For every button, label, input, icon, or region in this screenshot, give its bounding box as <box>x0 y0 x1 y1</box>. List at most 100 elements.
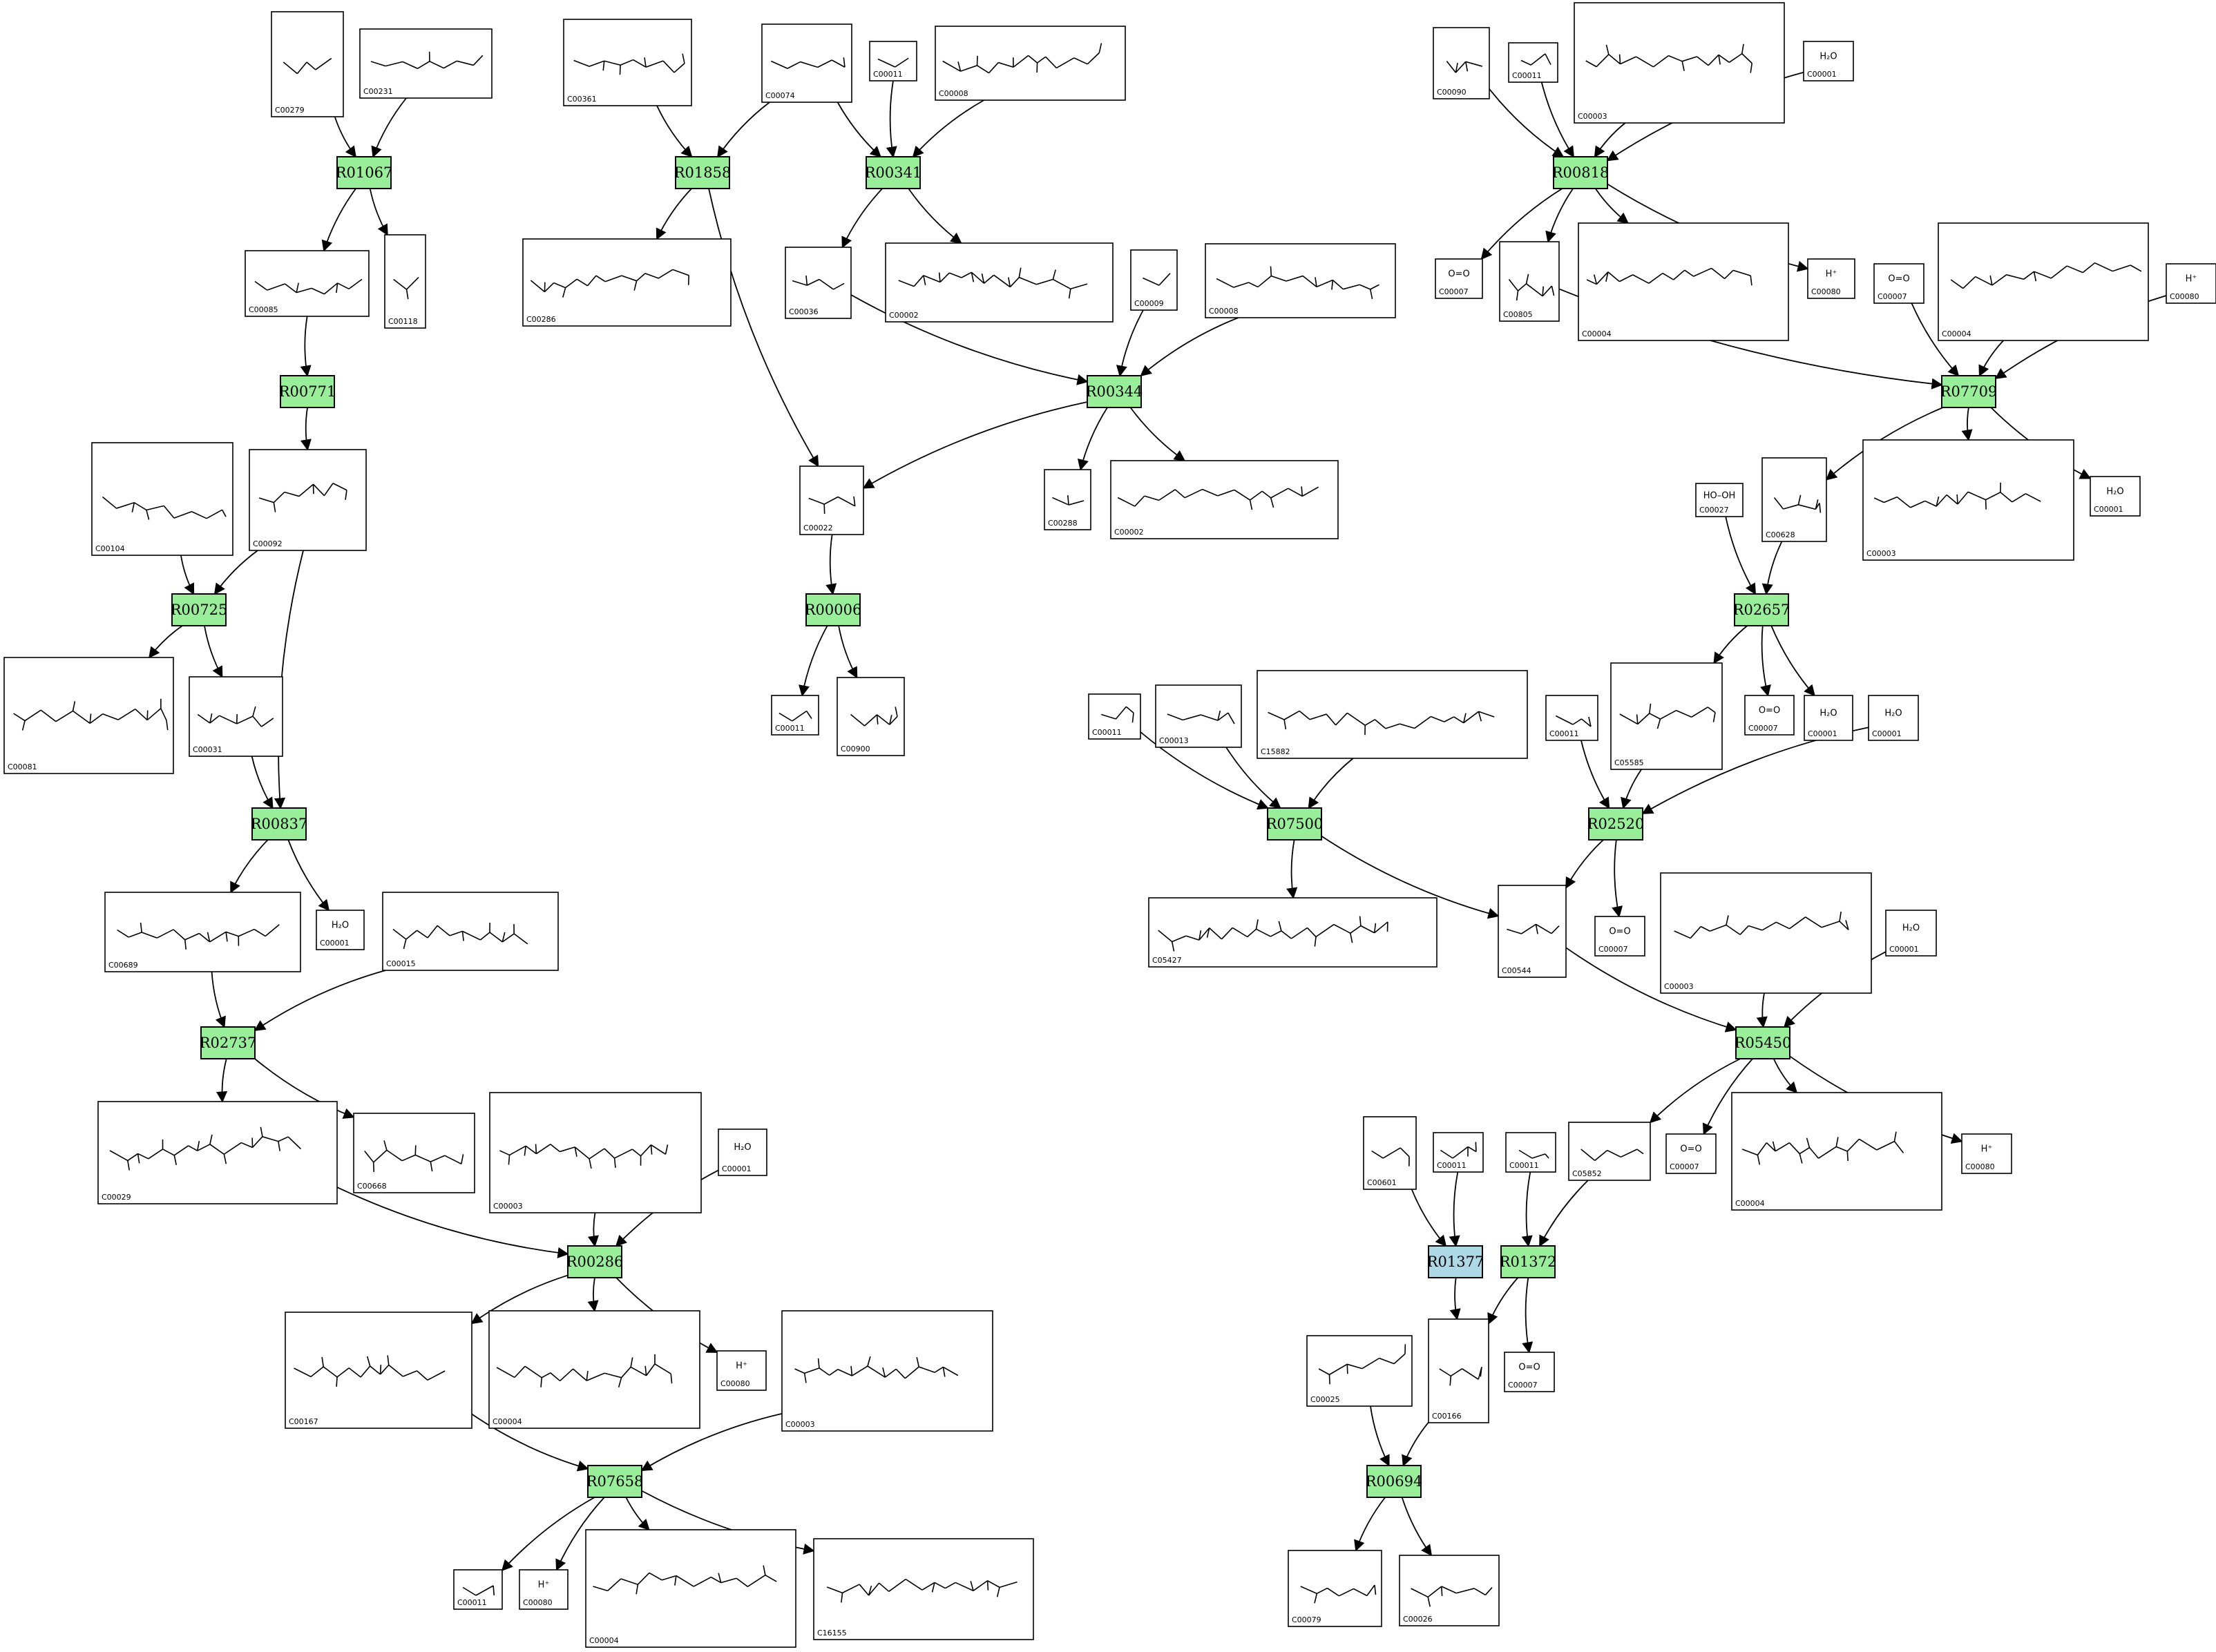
compound-c00900[interactable]: C00900 <box>837 677 905 756</box>
structure-icon <box>1158 916 1388 952</box>
compound-c05585[interactable]: C05585 <box>1610 662 1723 770</box>
compound-c00628[interactable]: C00628 <box>1761 457 1827 542</box>
compound-c00104[interactable]: C00104 <box>91 442 233 556</box>
reaction-node-r07658[interactable]: R07658 <box>586 1465 644 1498</box>
compound-id: C00004 <box>493 1417 522 1426</box>
reaction-node-r00725[interactable]: R00725 <box>171 593 228 626</box>
compound-c00080[interactable]: H⁺C00080 <box>716 1350 767 1391</box>
compound-c00079[interactable]: C00079 <box>1288 1550 1382 1627</box>
compound-c00074[interactable]: C00074 <box>761 23 852 103</box>
reaction-node-r00341[interactable]: R00341 <box>865 156 922 189</box>
compound-c00015[interactable]: C00015 <box>382 892 559 971</box>
compound-c00080[interactable]: H⁺C00080 <box>1807 258 1855 299</box>
compound-c00011[interactable]: C00011 <box>869 41 917 81</box>
compound-c00166[interactable]: C00166 <box>1428 1318 1489 1423</box>
compound-c00003[interactable]: C00003 <box>1862 439 2074 561</box>
compound-c16155[interactable]: C16155 <box>813 1538 1034 1640</box>
compound-c00167[interactable]: C00167 <box>285 1312 472 1429</box>
compound-c00805[interactable]: C00805 <box>1499 241 1560 322</box>
compound-c00090[interactable]: C00090 <box>1433 27 1490 99</box>
compound-c00008[interactable]: C00008 <box>1205 243 1396 318</box>
reaction-box <box>1735 1026 1790 1059</box>
compound-c00668[interactable]: C00668 <box>353 1113 475 1193</box>
reaction-node-r02737[interactable]: R02737 <box>200 1026 257 1059</box>
reaction-node-r00818[interactable]: R00818 <box>1552 156 1610 189</box>
reaction-node-r00771[interactable]: R00771 <box>279 375 336 408</box>
reaction-node-r01858[interactable]: R01858 <box>674 156 732 189</box>
compound-c00279[interactable]: C00279 <box>271 11 344 117</box>
compound-c00002[interactable]: C00002 <box>1110 460 1339 539</box>
compound-c00029[interactable]: C00029 <box>97 1101 338 1204</box>
reaction-node-r02657[interactable]: R02657 <box>1733 593 1790 626</box>
compound-c00036[interactable]: C00036 <box>785 247 852 319</box>
compound-c00080[interactable]: H⁺C00080 <box>2166 263 2216 304</box>
compound-c00003[interactable]: C00003 <box>781 1310 993 1432</box>
reaction-node-r02520[interactable]: R02520 <box>1587 807 1645 841</box>
compound-c00085[interactable]: C00085 <box>245 250 370 317</box>
compound-c00011[interactable]: C00011 <box>453 1569 503 1610</box>
reaction-node-r00006[interactable]: R00006 <box>805 593 862 626</box>
compound-c00031[interactable]: C00031 <box>189 676 283 757</box>
compound-c05852[interactable]: C05852 <box>1568 1122 1651 1181</box>
compound-c00231[interactable]: C00231 <box>359 28 493 99</box>
reaction-node-r07500[interactable]: R07500 <box>1266 807 1324 841</box>
reaction-node-r07709[interactable]: R07709 <box>1940 375 1998 408</box>
reaction-node-r05450[interactable]: R05450 <box>1735 1026 1792 1059</box>
compound-c00011[interactable]: C00011 <box>1088 693 1141 740</box>
compound-c05427[interactable]: C05427 <box>1148 897 1437 968</box>
compound-c00004[interactable]: C00004 <box>1578 222 1789 341</box>
reaction-node-r00837[interactable]: R00837 <box>251 807 308 841</box>
reaction-node-r01067[interactable]: R01067 <box>336 156 393 189</box>
compound-c00011[interactable]: C00011 <box>1433 1132 1484 1173</box>
compound-c00689[interactable]: C00689 <box>104 892 301 972</box>
compound-c00011[interactable]: C00011 <box>1505 1132 1556 1173</box>
compound-c00002[interactable]: C00002 <box>885 242 1114 323</box>
compound-c00025[interactable]: C00025 <box>1306 1335 1413 1407</box>
reaction-node-r01372[interactable]: R01372 <box>1500 1245 1557 1278</box>
compound-c00004[interactable]: C00004 <box>585 1529 796 1648</box>
compound-c00013[interactable]: C00013 <box>1155 684 1242 748</box>
compound-c00544[interactable]: C00544 <box>1498 885 1567 978</box>
compound-c00004[interactable]: C00004 <box>1938 222 2149 341</box>
compound-c00011[interactable]: C00011 <box>1508 42 1558 83</box>
compound-c00286[interactable]: C00286 <box>522 238 732 327</box>
compound-c00022[interactable]: C00022 <box>799 465 864 535</box>
compound-c00092[interactable]: C00092 <box>249 449 367 551</box>
compound-c00080[interactable]: H⁺C00080 <box>519 1569 569 1610</box>
reaction-node-r00286[interactable]: R00286 <box>566 1245 624 1278</box>
compound-c00004[interactable]: C00004 <box>1731 1092 1942 1211</box>
compound-c00080[interactable]: H⁺C00080 <box>1961 1133 2012 1174</box>
compound-c00009[interactable]: C00009 <box>1130 249 1178 311</box>
compound-c00288[interactable]: C00288 <box>1044 469 1091 530</box>
compound-c00118[interactable]: C00118 <box>384 234 426 329</box>
reaction-node-r01377[interactable]: R01377 <box>1427 1245 1484 1278</box>
compound-c00003[interactable]: C00003 <box>1574 2 1785 124</box>
compound-c00361[interactable]: C00361 <box>563 19 692 106</box>
compound-c00081[interactable]: C00081 <box>3 657 174 774</box>
reaction-node-r00694[interactable]: R00694 <box>1366 1465 1423 1498</box>
compound-c00011[interactable]: C00011 <box>771 695 819 736</box>
compound-c15882[interactable]: C15882 <box>1257 670 1528 759</box>
reaction-node-r00344[interactable]: R00344 <box>1086 375 1143 408</box>
compound-c00004[interactable]: C00004 <box>488 1310 700 1429</box>
compound-c00011[interactable]: C00011 <box>1545 695 1598 741</box>
compound-c00026[interactable]: C00026 <box>1399 1555 1500 1626</box>
compound-c00003[interactable]: C00003 <box>489 1092 702 1213</box>
compound-c00601[interactable]: C00601 <box>1363 1116 1417 1190</box>
compound-c00008[interactable]: C00008 <box>935 26 1126 101</box>
compound-c00003[interactable]: C00003 <box>1660 872 1872 994</box>
